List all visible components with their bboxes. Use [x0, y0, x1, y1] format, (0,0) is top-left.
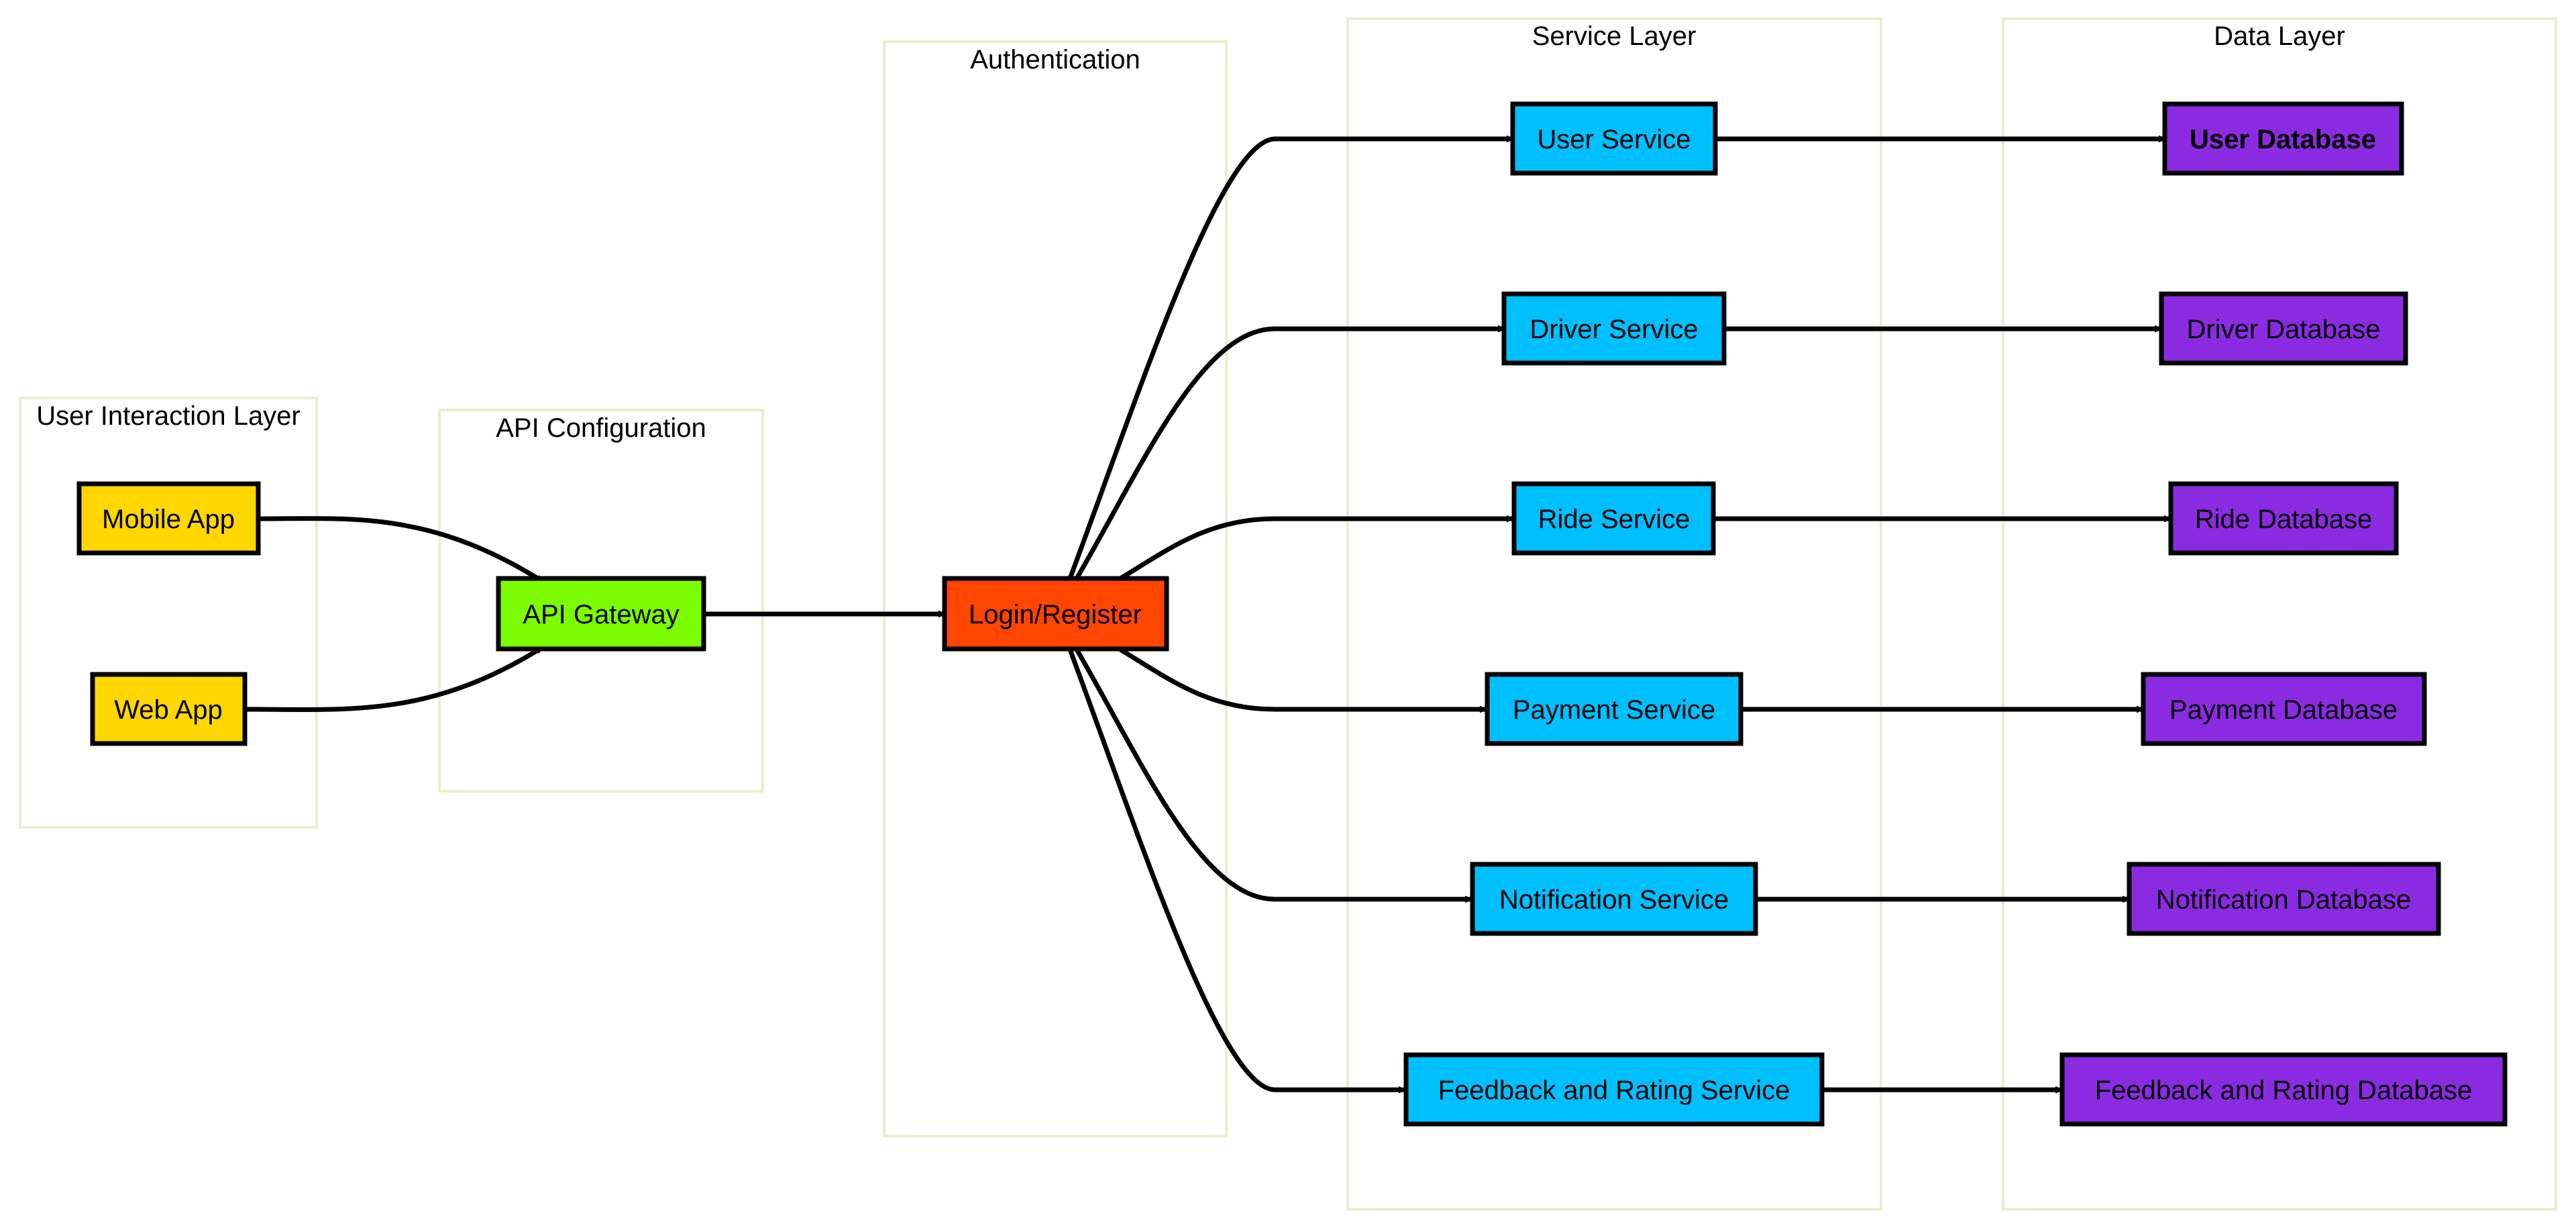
- edge-login-to-feedback-service: [1067, 648, 1405, 1090]
- edge-login-to-user-service: [1067, 139, 1513, 580]
- cluster-data-layer: Data Layer: [2002, 17, 2557, 1211]
- node-payment-database[interactable]: Payment Database: [2141, 672, 2427, 746]
- edge-login-to-ride-service: [1119, 519, 1513, 581]
- node-label: Notification Database: [2156, 885, 2411, 915]
- cluster-label: Data Layer: [2214, 21, 2345, 51]
- edges: [244, 139, 2170, 1090]
- node-web-app[interactable]: Web App: [90, 672, 248, 746]
- node-mobile-app[interactable]: Mobile App: [76, 481, 261, 556]
- node-label: Mobile App: [102, 505, 235, 534]
- node-label: Feedback and Rating Service: [1438, 1076, 1790, 1105]
- node-label: Notification Service: [1499, 885, 1729, 915]
- cluster-label: User Interaction Layer: [36, 401, 301, 431]
- node-label: User Service: [1538, 125, 1691, 154]
- node-feedback-service[interactable]: Feedback and Rating Service: [1403, 1052, 1825, 1127]
- cluster-label: Authentication: [970, 45, 1140, 74]
- cluster-service-layer: Service Layer: [1346, 17, 1882, 1211]
- node-label: Driver Service: [1529, 315, 1698, 344]
- node-label: Feedback and Rating Database: [2095, 1076, 2473, 1105]
- cluster-api-configuration: API Configuration: [438, 409, 764, 793]
- node-user-database[interactable]: User Database: [2162, 101, 2404, 176]
- node-label: Ride Database: [2195, 505, 2373, 534]
- node-driver-database[interactable]: Driver Database: [2159, 291, 2408, 366]
- node-notification-service[interactable]: Notification Service: [1470, 862, 1758, 936]
- edge-login-to-notification-service: [1074, 648, 1471, 899]
- node-label: Web App: [114, 695, 223, 725]
- node-login-register[interactable]: Login/Register: [942, 576, 1169, 652]
- cluster-label: API Configuration: [496, 413, 706, 443]
- node-label: API Gateway: [523, 600, 679, 629]
- node-notification-database[interactable]: Notification Database: [2127, 862, 2441, 936]
- cluster-user-interaction: User Interaction Layer: [19, 397, 318, 829]
- node-driver-service[interactable]: Driver Service: [1501, 291, 1727, 366]
- node-label: Payment Service: [1513, 695, 1715, 725]
- edge-web-app-to-api-gateway: [244, 646, 543, 713]
- node-label: Payment Database: [2169, 695, 2398, 725]
- edge-login-to-driver-service: [1074, 329, 1504, 580]
- node-label: Ride Service: [1538, 505, 1690, 534]
- node-api-gateway[interactable]: API Gateway: [496, 576, 706, 652]
- node-feedback-database[interactable]: Feedback and Rating Database: [2059, 1052, 2508, 1127]
- node-payment-service[interactable]: Payment Service: [1485, 672, 1743, 746]
- node-ride-database[interactable]: Ride Database: [2168, 481, 2399, 556]
- node-label: Login/Register: [969, 600, 1142, 629]
- edge-login-to-payment-service: [1119, 647, 1486, 709]
- node-label: User Database: [2190, 125, 2376, 154]
- node-user-service[interactable]: User Service: [1510, 101, 1718, 176]
- cluster-label: Service Layer: [1532, 21, 1697, 51]
- node-ride-service[interactable]: Ride Service: [1511, 481, 1716, 556]
- node-label: Driver Database: [2186, 315, 2380, 344]
- edge-mobile-app-to-api-gateway: [258, 516, 543, 583]
